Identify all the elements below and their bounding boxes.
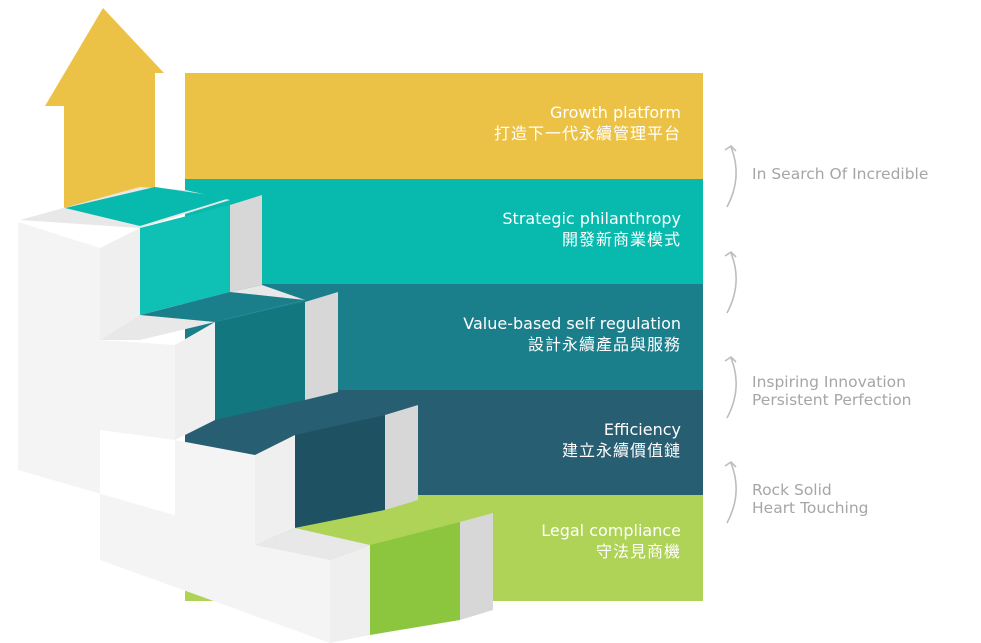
step-4-top-white	[255, 528, 370, 560]
curve-arrow-icon	[724, 250, 737, 314]
step-2-left-fill	[100, 340, 175, 440]
band-label-zh: 開發新商業模式	[561, 230, 681, 249]
step-4-side	[460, 513, 493, 620]
note-line-1: In Search Of Incredible	[752, 165, 929, 183]
step-3-tread-color	[215, 400, 385, 435]
band-label-en: Efficiency	[603, 420, 681, 439]
step-2-side	[305, 292, 338, 400]
note-in-search-of-incredible: In Search Of Incredible	[752, 165, 928, 183]
band-growth-platform: Growth platform 打造下一代永續管理平台	[185, 73, 703, 179]
band-strategic-philanthropy: Strategic philanthropy 開發新商業模式	[185, 179, 703, 284]
step-4-tread-color	[295, 510, 460, 545]
up-arrow	[45, 8, 164, 208]
curve-arrow-icon	[724, 355, 737, 419]
step-4-front-white	[330, 545, 370, 643]
step-1-riser	[140, 205, 230, 315]
band-label-zh: 建立永續價值鏈	[561, 441, 681, 460]
band-label-en: Strategic philanthropy	[502, 209, 681, 228]
note-rock-solid: Rock Solid Heart Touching	[752, 481, 869, 517]
note-line-1: Rock Solid	[752, 481, 832, 499]
step-2-tread-color	[140, 292, 305, 322]
band-label-zh: 守法見商機	[595, 542, 681, 561]
band-label-en: Value-based self regulation	[463, 314, 681, 333]
band-efficiency: Efficiency 建立永續價值鏈	[185, 390, 703, 495]
curve-arrow-icon	[724, 144, 737, 208]
note-line-2: Persistent Perfection	[752, 391, 912, 409]
step-3-side	[385, 405, 418, 510]
step-2-riser	[215, 302, 305, 420]
curve-arrow-icon	[724, 460, 737, 524]
step-1-front-white	[100, 228, 140, 340]
step-3-front-white	[255, 435, 295, 545]
band-label-en: Legal compliance	[541, 521, 681, 540]
step-2-front-white	[175, 322, 215, 440]
step-1-tread-color	[65, 187, 230, 226]
step-4-riser	[370, 522, 460, 635]
note-inspiring-innovation: Inspiring Innovation Persistent Perfecti…	[752, 373, 912, 409]
note-line-1: Inspiring Innovation	[752, 373, 906, 391]
note-line-2: Heart Touching	[752, 499, 869, 517]
step-3-left-fill	[175, 440, 255, 545]
step-3-riser	[295, 415, 385, 528]
band-label-zh: 打造下一代永續管理平台	[493, 124, 681, 143]
band-label-en: Growth platform	[550, 103, 681, 122]
band-label-zh: 設計永續產品與服務	[527, 335, 681, 354]
step-1-side	[230, 195, 262, 292]
